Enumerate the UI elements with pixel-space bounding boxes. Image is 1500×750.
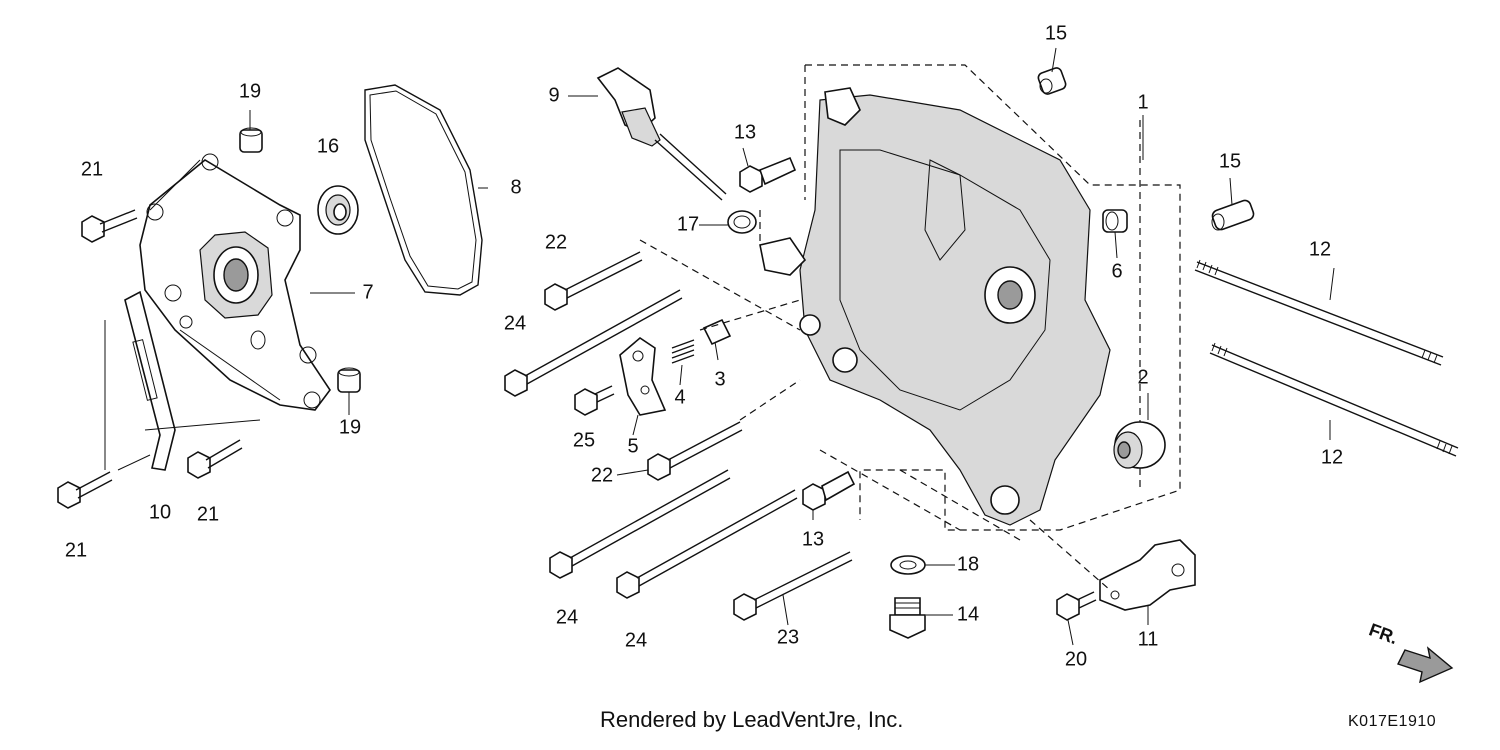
callout-label: 14 [957, 603, 979, 625]
callout-label: 13 [802, 528, 824, 550]
callout-label: 12 [1309, 238, 1331, 260]
callout-label: 8 [510, 176, 521, 198]
diagram-code: K017E1910 [1348, 713, 1437, 730]
callout-label: 22 [591, 464, 613, 486]
part-18-washer[interactable] [890, 555, 926, 575]
leader-lines-dashed [639, 210, 1111, 591]
part-4-spring[interactable] [671, 339, 695, 364]
part-14-drain-bolt[interactable] [889, 597, 926, 639]
callout-label: 24 [504, 312, 526, 334]
part-3-plunger[interactable] [702, 318, 732, 346]
leader-lines-solid [104, 159, 281, 471]
part-5-stopper-plate[interactable] [619, 336, 667, 416]
part-22-bolt-lower[interactable] [647, 421, 743, 481]
callout-label: 20 [1065, 648, 1087, 670]
part-24-bolt-lower-left[interactable] [549, 469, 731, 579]
callout-label: 21 [81, 158, 103, 180]
part-11-bracket[interactable] [1099, 539, 1196, 611]
callout-label: 19 [339, 416, 361, 438]
callout-label: 6 [1111, 260, 1122, 282]
part-25-bolt[interactable] [574, 385, 615, 416]
part-21-bolt-middle[interactable] [187, 439, 243, 479]
part-24-bolt-lower-right[interactable] [616, 489, 798, 599]
part-17-o-ring[interactable] [727, 210, 757, 234]
footer-credit: Rendered by LeadVentJre, Inc. [600, 707, 904, 732]
callout-label: 11 [1138, 628, 1159, 650]
callout-label: 24 [625, 629, 647, 651]
callout-label: 9 [548, 84, 559, 106]
part-2-bearing[interactable] [1113, 421, 1166, 469]
part-13-bolt-lower[interactable] [802, 470, 856, 511]
part-23-bolt[interactable] [733, 551, 853, 621]
callout-label: 25 [573, 429, 595, 451]
label-leaders [249, 47, 1335, 646]
callout-label: 22 [545, 231, 567, 253]
part-7-cover[interactable] [139, 153, 331, 411]
part-15-dowel-top[interactable] [1037, 67, 1067, 96]
callout-label: 16 [317, 135, 339, 157]
part-6-dowel[interactable] [1102, 209, 1128, 233]
callout-label: 15 [1045, 22, 1067, 44]
part-19-dowel-bottom[interactable] [337, 367, 361, 393]
part-13-bolt-upper[interactable] [739, 156, 797, 193]
callout-label: 5 [627, 435, 638, 457]
callout-label: 19 [239, 80, 261, 102]
part-12-stud-lower[interactable] [1209, 342, 1459, 457]
callout-label: 4 [674, 386, 685, 408]
front-direction-label: FR. [1366, 619, 1400, 648]
part-21-bolt-bottom[interactable] [57, 471, 113, 509]
part-21-bolt-top[interactable] [81, 209, 138, 243]
callout-label: 3 [714, 368, 725, 390]
part-15-dowel-right[interactable] [1211, 199, 1255, 231]
part-10-guide-plate[interactable] [124, 290, 176, 471]
callout-label: 21 [197, 503, 219, 525]
callout-label: 23 [777, 626, 799, 648]
callout-label: 15 [1219, 150, 1241, 172]
callout-label: 1 [1137, 91, 1148, 113]
callout-label: 18 [957, 553, 979, 575]
callout-label: 12 [1321, 446, 1343, 468]
front-direction-arrow: FR. [1366, 619, 1454, 684]
callout-label: 2 [1137, 366, 1148, 388]
part-9-dipstick[interactable] [596, 67, 727, 201]
part-24-bolt-upper[interactable] [504, 289, 683, 397]
part-16-oil-seal[interactable] [317, 185, 359, 235]
callout-label: 10 [149, 501, 171, 523]
callout-label: 21 [65, 539, 87, 561]
callout-label: 7 [362, 281, 373, 303]
part-19-dowel-top[interactable] [239, 127, 263, 153]
part-20-bolt[interactable] [1056, 591, 1097, 621]
part-22-bolt-upper[interactable] [544, 251, 643, 311]
callout-label: 24 [556, 606, 578, 628]
part-12-stud-upper[interactable] [1194, 259, 1444, 366]
assembly-frame-crankcase [805, 64, 1181, 531]
callout-label: 13 [734, 121, 756, 143]
callout-label: 17 [677, 213, 699, 235]
part-8-gasket[interactable] [364, 84, 483, 296]
part-1-crankcase-cover[interactable] [759, 87, 1111, 526]
